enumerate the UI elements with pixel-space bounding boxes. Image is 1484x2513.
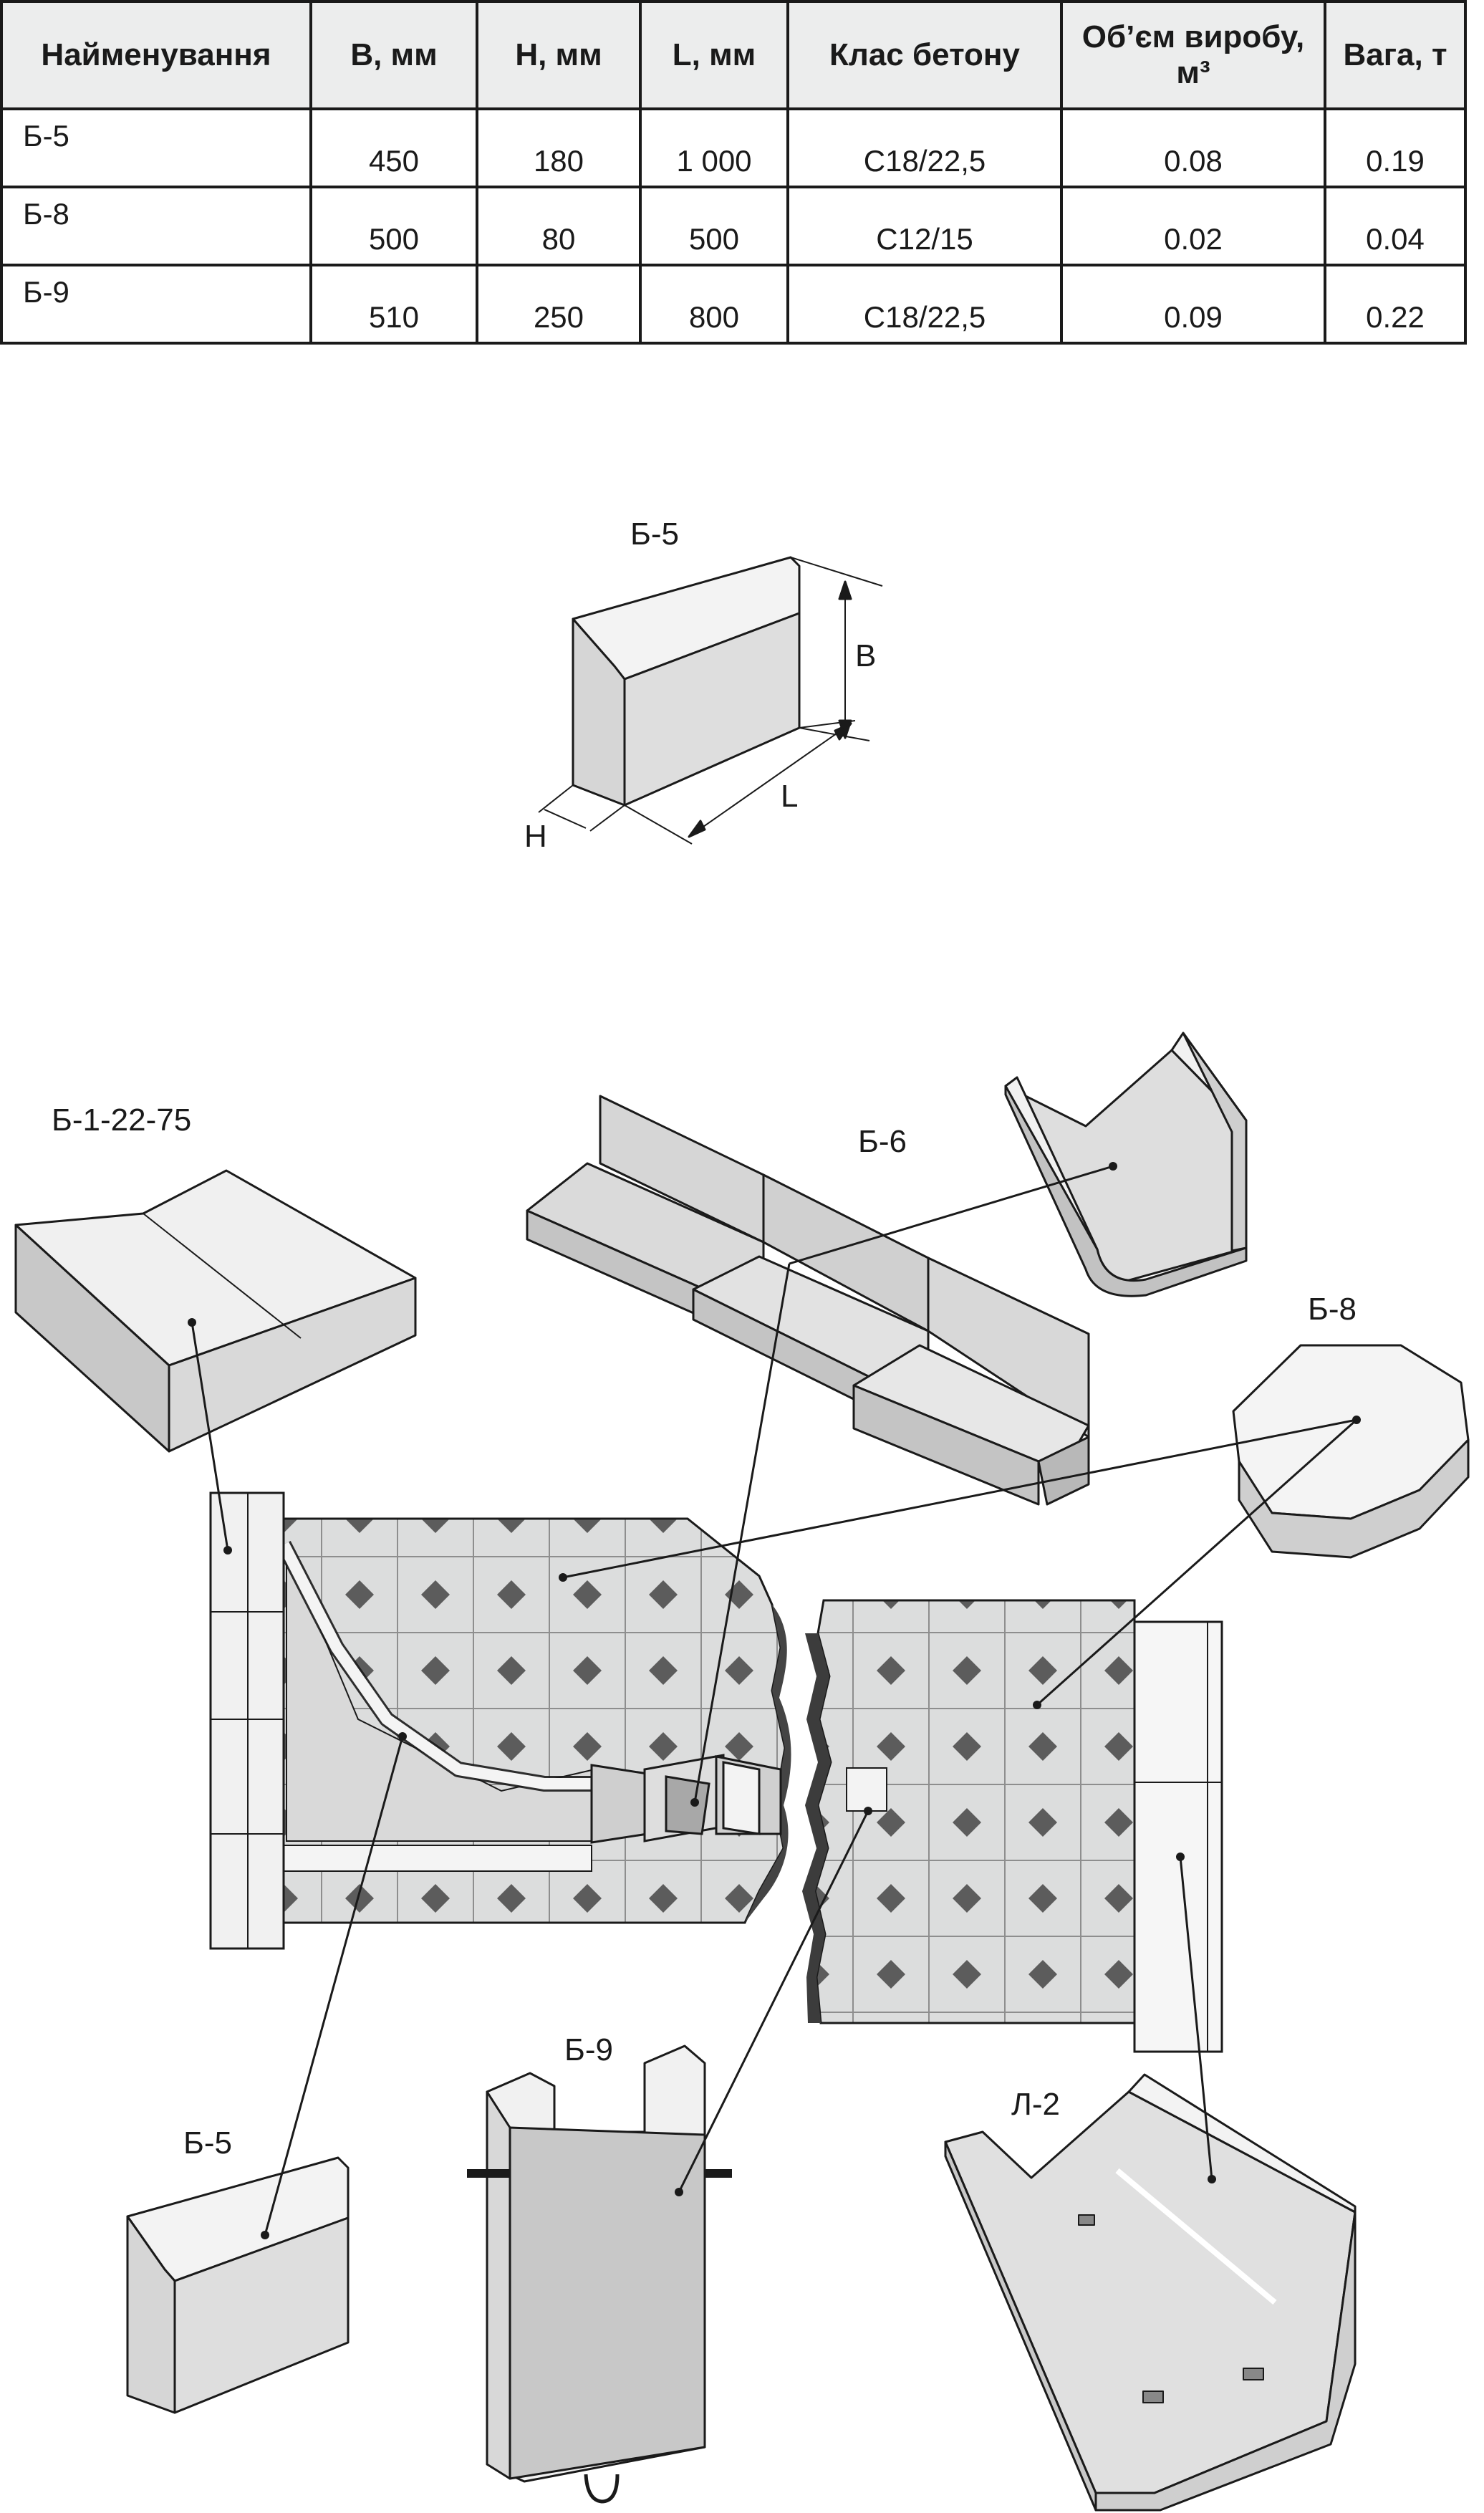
label-b8: Б-8 — [1308, 1292, 1357, 1327]
cell-b: 450 — [309, 107, 478, 188]
cell-volume: 0.09 — [1060, 264, 1326, 345]
b1-curb-block — [14, 1169, 417, 1453]
cell-h: 80 — [476, 186, 642, 266]
cell-name: Б-5 — [0, 107, 312, 188]
cell-weight: 0.22 — [1324, 264, 1467, 345]
cell-name: Б-9 — [0, 264, 312, 345]
plan-left-curb — [209, 1491, 285, 1950]
header-volume: Об’єм виробу, м³ — [1060, 0, 1326, 110]
cell-l: 800 — [639, 264, 789, 345]
cell-volume: 0.02 — [1060, 186, 1326, 266]
cell-volume: 0.08 — [1060, 107, 1326, 188]
plan-left-pavement — [276, 1517, 791, 1924]
b8-octagon-slab — [1232, 1344, 1470, 1559]
cell-b: 510 — [309, 264, 478, 345]
cell-concrete-class: C12/15 — [786, 186, 1063, 266]
cell-weight: 0.19 — [1324, 107, 1467, 188]
cell-name: Б-8 — [0, 186, 312, 266]
b5-dimension-drawing — [538, 556, 883, 845]
dim-h-label: H — [524, 819, 547, 854]
table-header-row: Найменування B, мм H, мм L, мм Клас бето… — [0, 0, 1467, 110]
l2-tray — [944, 2073, 1357, 2512]
small-u-tray — [1004, 1032, 1248, 1297]
dim-l-label: L — [781, 779, 798, 814]
cell-concrete-class: C18/22,5 — [786, 107, 1063, 188]
cell-l: 500 — [639, 186, 789, 266]
cell-b: 500 — [309, 186, 478, 266]
cell-weight: 0.04 — [1324, 186, 1467, 266]
label-b1: Б-1-22-75 — [52, 1102, 191, 1138]
header-b: B, мм — [309, 0, 478, 110]
b5-lower-block — [126, 2156, 350, 2414]
cell-l: 1 000 — [639, 107, 789, 188]
leader-lines — [188, 1162, 1361, 2239]
table-row: Б-9 510 250 800 C18/22,5 0.09 0.22 — [0, 264, 1467, 345]
label-b5: Б-5 — [183, 2125, 232, 2161]
plan-l2-tray — [1133, 1620, 1223, 2053]
cell-h: 180 — [476, 107, 642, 188]
cell-h: 250 — [476, 264, 642, 345]
table-row: Б-8 500 80 500 C12/15 0.02 0.04 — [0, 186, 1467, 266]
header-name: Найменування — [0, 0, 312, 110]
dim-b-label: B — [855, 638, 876, 673]
b5-drawing-title: Б-5 — [630, 516, 679, 552]
label-b9: Б-9 — [564, 2032, 613, 2067]
header-l: L, мм — [639, 0, 789, 110]
specification-table: Найменування B, мм H, мм L, мм Клас бето… — [0, 0, 1467, 345]
b6-tray-assembly — [526, 1095, 1090, 1506]
table-row: Б-5 450 180 1 000 C18/22,5 0.08 0.19 — [0, 107, 1467, 188]
cell-concrete-class: C18/22,5 — [786, 264, 1063, 345]
label-b6: Б-6 — [858, 1124, 907, 1159]
b9-block — [467, 2044, 732, 2504]
header-concrete-class: Клас бетону — [786, 0, 1063, 110]
header-weight: Вага, т — [1324, 0, 1467, 110]
label-l2: Л-2 — [1011, 2087, 1060, 2122]
plan-right-pavement — [802, 1599, 1136, 2024]
header-h: H, мм — [476, 0, 642, 110]
